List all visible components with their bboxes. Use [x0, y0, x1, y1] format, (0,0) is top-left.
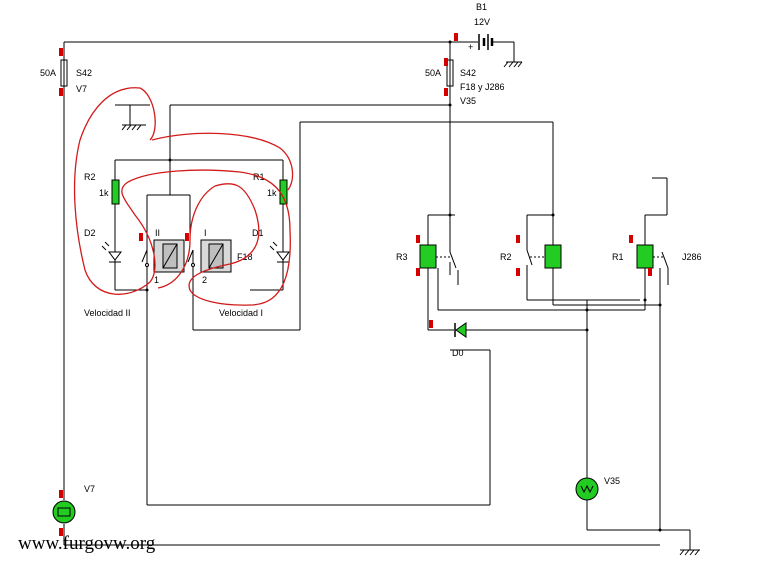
resistor-r2[interactable]: R2 1k: [84, 172, 120, 205]
switch-velocidad-ii[interactable]: II 1: [141, 228, 185, 285]
sw1-roman: I: [204, 228, 207, 238]
battery-plus: +: [468, 42, 473, 52]
relay1-name: R1: [612, 252, 624, 262]
relay3-name: R3: [396, 252, 408, 262]
relay2-name: R2: [500, 252, 512, 262]
relay1-desc: J286: [682, 252, 702, 262]
junction-dots: [145, 40, 662, 532]
led1-name: D1: [252, 228, 264, 238]
diode-d0[interactable]: D0: [450, 322, 467, 358]
fuse-right-rating: 50A: [425, 68, 441, 78]
led-d2[interactable]: D2: [84, 228, 122, 263]
diode-name: D0: [452, 348, 464, 358]
hand-annotations: [73, 87, 294, 306]
switch-velocidad-i[interactable]: I F18 2: [187, 228, 253, 285]
res2-value: 1k: [99, 188, 109, 198]
motor-v35-name: V35: [604, 476, 620, 486]
motor-v35[interactable]: V35: [575, 476, 620, 501]
ground-symbols: [121, 61, 700, 556]
relay-r3[interactable]: R3: [396, 244, 457, 269]
led2-name: D2: [84, 228, 96, 238]
fuse-left-rating: 50A: [40, 68, 56, 78]
probe-markers: [59, 33, 652, 536]
sw-name: F18: [237, 252, 253, 262]
relay-r1[interactable]: R1 J286: [612, 244, 702, 269]
fuse-right[interactable]: 50A S42 F18 y J286 V35: [425, 59, 505, 106]
fuse-right-desc: F18 y J286: [460, 82, 505, 92]
watermark: www.furgovw.org: [18, 533, 156, 554]
wires: [63, 41, 700, 551]
fuse-left[interactable]: 50A S42 V7: [40, 59, 92, 94]
battery-name: B1: [476, 2, 487, 12]
fuse-left-name: S42: [76, 68, 92, 78]
label-velocidad-ii: Velocidad II: [84, 308, 131, 318]
sw1-num: 2: [202, 275, 207, 285]
motor-v7-name: V7: [84, 484, 95, 494]
battery-b1[interactable]: B1 12V +: [468, 2, 494, 52]
relay-r2[interactable]: R2: [500, 244, 562, 269]
fuse-right-v: V35: [460, 96, 476, 106]
res1-value: 1k: [267, 188, 277, 198]
fuse-right-name: S42: [460, 68, 476, 78]
res2-name: R2: [84, 172, 96, 182]
fuse-left-v: V7: [76, 84, 87, 94]
sw2-roman: II: [155, 228, 160, 238]
label-velocidad-i: Velocidad I: [219, 308, 263, 318]
motor-v7[interactable]: V7: [52, 484, 95, 524]
led-d1[interactable]: D1: [252, 228, 290, 263]
sw2-num: 1: [154, 275, 159, 285]
battery-voltage: 12V: [474, 17, 490, 27]
